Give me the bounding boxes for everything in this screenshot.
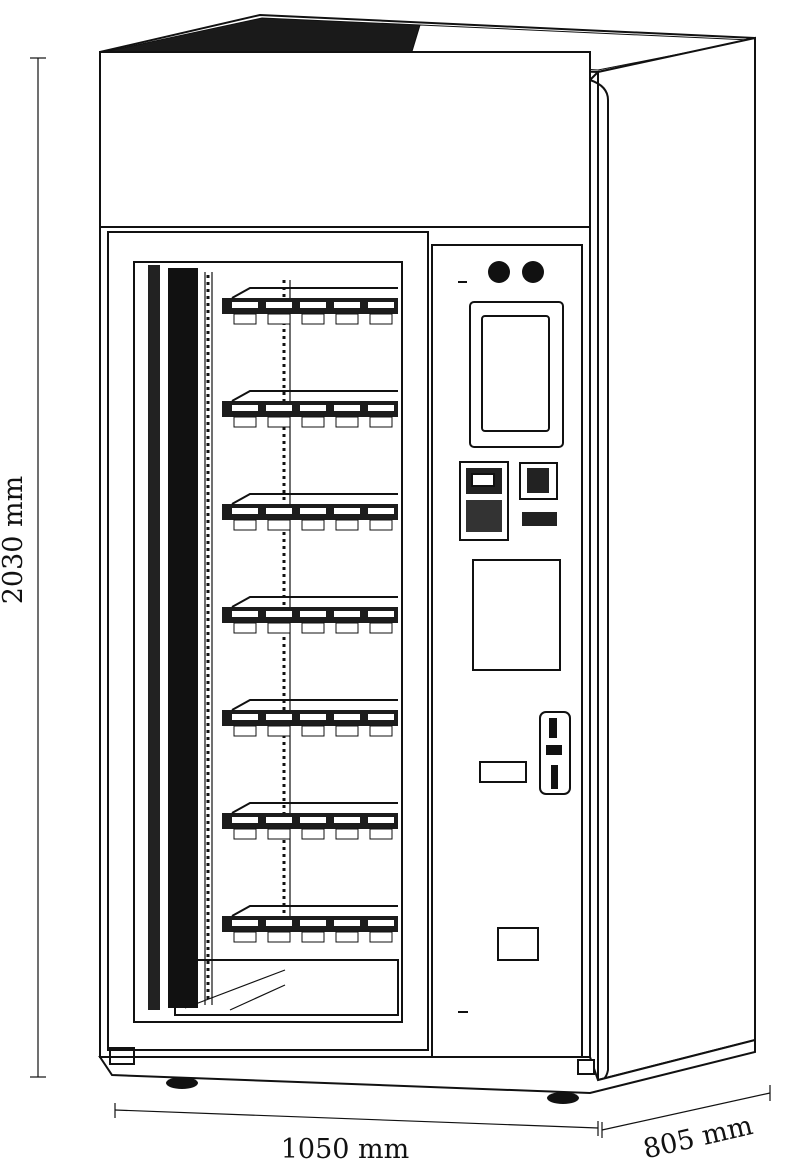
note-slot[interactable] bbox=[522, 512, 557, 526]
side-panel bbox=[589, 36, 756, 1084]
height-dimension: 2030 mm bbox=[0, 57, 46, 1078]
height-label: 2030 mm bbox=[0, 476, 29, 605]
header-panel bbox=[99, 51, 591, 228]
shelf bbox=[222, 802, 398, 840]
shelf bbox=[222, 390, 398, 428]
width-label: 1050 mm bbox=[281, 1134, 410, 1163]
touch-screen[interactable] bbox=[469, 301, 564, 448]
coin-return[interactable] bbox=[479, 761, 527, 783]
width-dimension: 1050 mm bbox=[114, 1103, 599, 1163]
shelf bbox=[222, 699, 398, 737]
indicator-light-2 bbox=[522, 261, 544, 283]
shelf bbox=[222, 493, 398, 531]
base bbox=[98, 1038, 756, 1104]
shelf-group bbox=[222, 287, 398, 943]
glass-door bbox=[107, 231, 429, 1051]
card-reader-keypad[interactable] bbox=[459, 461, 509, 541]
depth-dimension: 805 mm bbox=[601, 1085, 771, 1163]
indicator-light-1 bbox=[488, 261, 510, 283]
collection-flap[interactable] bbox=[497, 927, 539, 961]
door-lock[interactable] bbox=[539, 711, 571, 795]
shelf bbox=[222, 596, 398, 634]
control-panel bbox=[431, 244, 583, 1058]
bottom-tray bbox=[174, 959, 399, 1016]
shelf bbox=[222, 287, 398, 325]
shelf bbox=[222, 905, 398, 943]
coin-slot[interactable] bbox=[519, 462, 558, 500]
info-panel bbox=[472, 559, 561, 671]
